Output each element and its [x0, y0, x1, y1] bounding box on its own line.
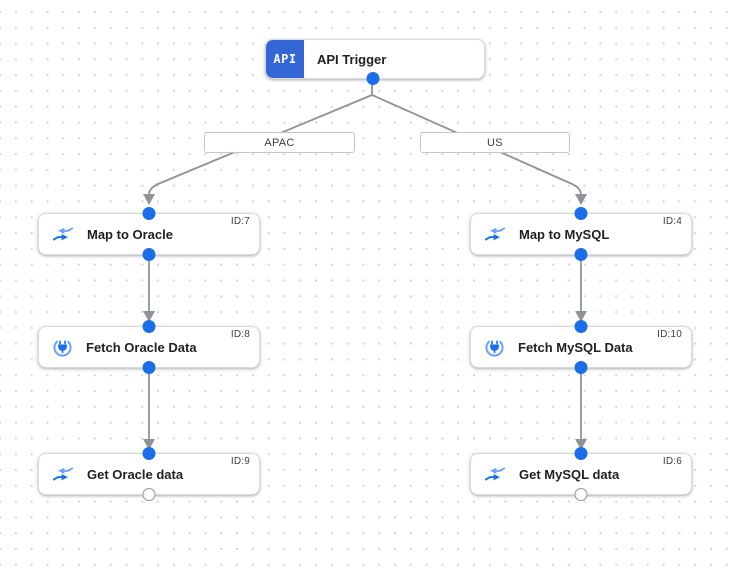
mapping-icon: [484, 464, 506, 484]
edge-trigger-to-apac: [148, 94, 373, 196]
output-port[interactable]: [142, 488, 156, 501]
node-id: ID:9: [230, 456, 250, 467]
connector-icon: [484, 337, 505, 358]
edge-trigger-to-us: [371, 94, 582, 196]
node-id: ID:10: [657, 329, 682, 340]
node-title: Map to Oracle: [87, 226, 173, 242]
node-title: Map to MySQL: [519, 226, 610, 242]
input-port[interactable]: [574, 207, 588, 220]
node-title: API Trigger: [317, 51, 387, 67]
node-id: ID:6: [662, 456, 682, 467]
node-get-mysql-data[interactable]: Get MySQL data ID:6: [470, 447, 692, 501]
api-badge-text: API: [273, 52, 297, 66]
node-title: Fetch Oracle Data: [86, 339, 197, 355]
edge-label-text: US: [487, 136, 503, 149]
node-title: Get Oracle data: [87, 466, 184, 482]
output-port[interactable]: [574, 361, 588, 374]
connector-icon: [52, 337, 73, 358]
output-port[interactable]: [142, 248, 156, 261]
node-title: Get MySQL data: [519, 466, 620, 482]
node-fetch-mysql-data[interactable]: Fetch MySQL Data ID:10: [470, 320, 692, 374]
node-fetch-oracle-data[interactable]: Fetch Oracle Data ID:8: [38, 320, 260, 374]
arrowhead: [143, 311, 155, 322]
mapping-icon: [52, 464, 74, 484]
output-port[interactable]: [574, 248, 588, 261]
edge-label-text: APAC: [264, 136, 295, 149]
node-id: ID:4: [662, 216, 682, 227]
node-get-oracle-data[interactable]: Get Oracle data ID:9: [38, 447, 260, 501]
output-port[interactable]: [366, 72, 380, 85]
input-port[interactable]: [142, 447, 156, 460]
input-port[interactable]: [574, 320, 588, 333]
edge-label-us[interactable]: US: [420, 132, 570, 153]
node-map-to-mysql[interactable]: Map to MySQL ID:4: [470, 207, 692, 261]
node-id: ID:7: [230, 216, 250, 227]
arrowhead: [143, 439, 155, 450]
node-map-to-oracle[interactable]: Map to Oracle ID:7: [38, 207, 260, 261]
mapping-icon: [52, 224, 74, 244]
mapping-icon: [484, 224, 506, 244]
arrowhead: [575, 194, 587, 205]
arrowhead: [575, 439, 587, 450]
input-port[interactable]: [574, 447, 588, 460]
arrowhead: [575, 311, 587, 322]
output-port[interactable]: [142, 361, 156, 374]
api-trigger-icon: API: [266, 40, 304, 78]
node-title: Fetch MySQL Data: [518, 339, 633, 355]
arrowhead: [143, 194, 155, 205]
edge-label-apac[interactable]: APAC: [204, 132, 355, 153]
output-port[interactable]: [574, 488, 588, 501]
node-api-trigger[interactable]: API API Trigger: [265, 39, 485, 85]
input-port[interactable]: [142, 207, 156, 220]
input-port[interactable]: [142, 320, 156, 333]
node-id: ID:8: [230, 329, 250, 340]
